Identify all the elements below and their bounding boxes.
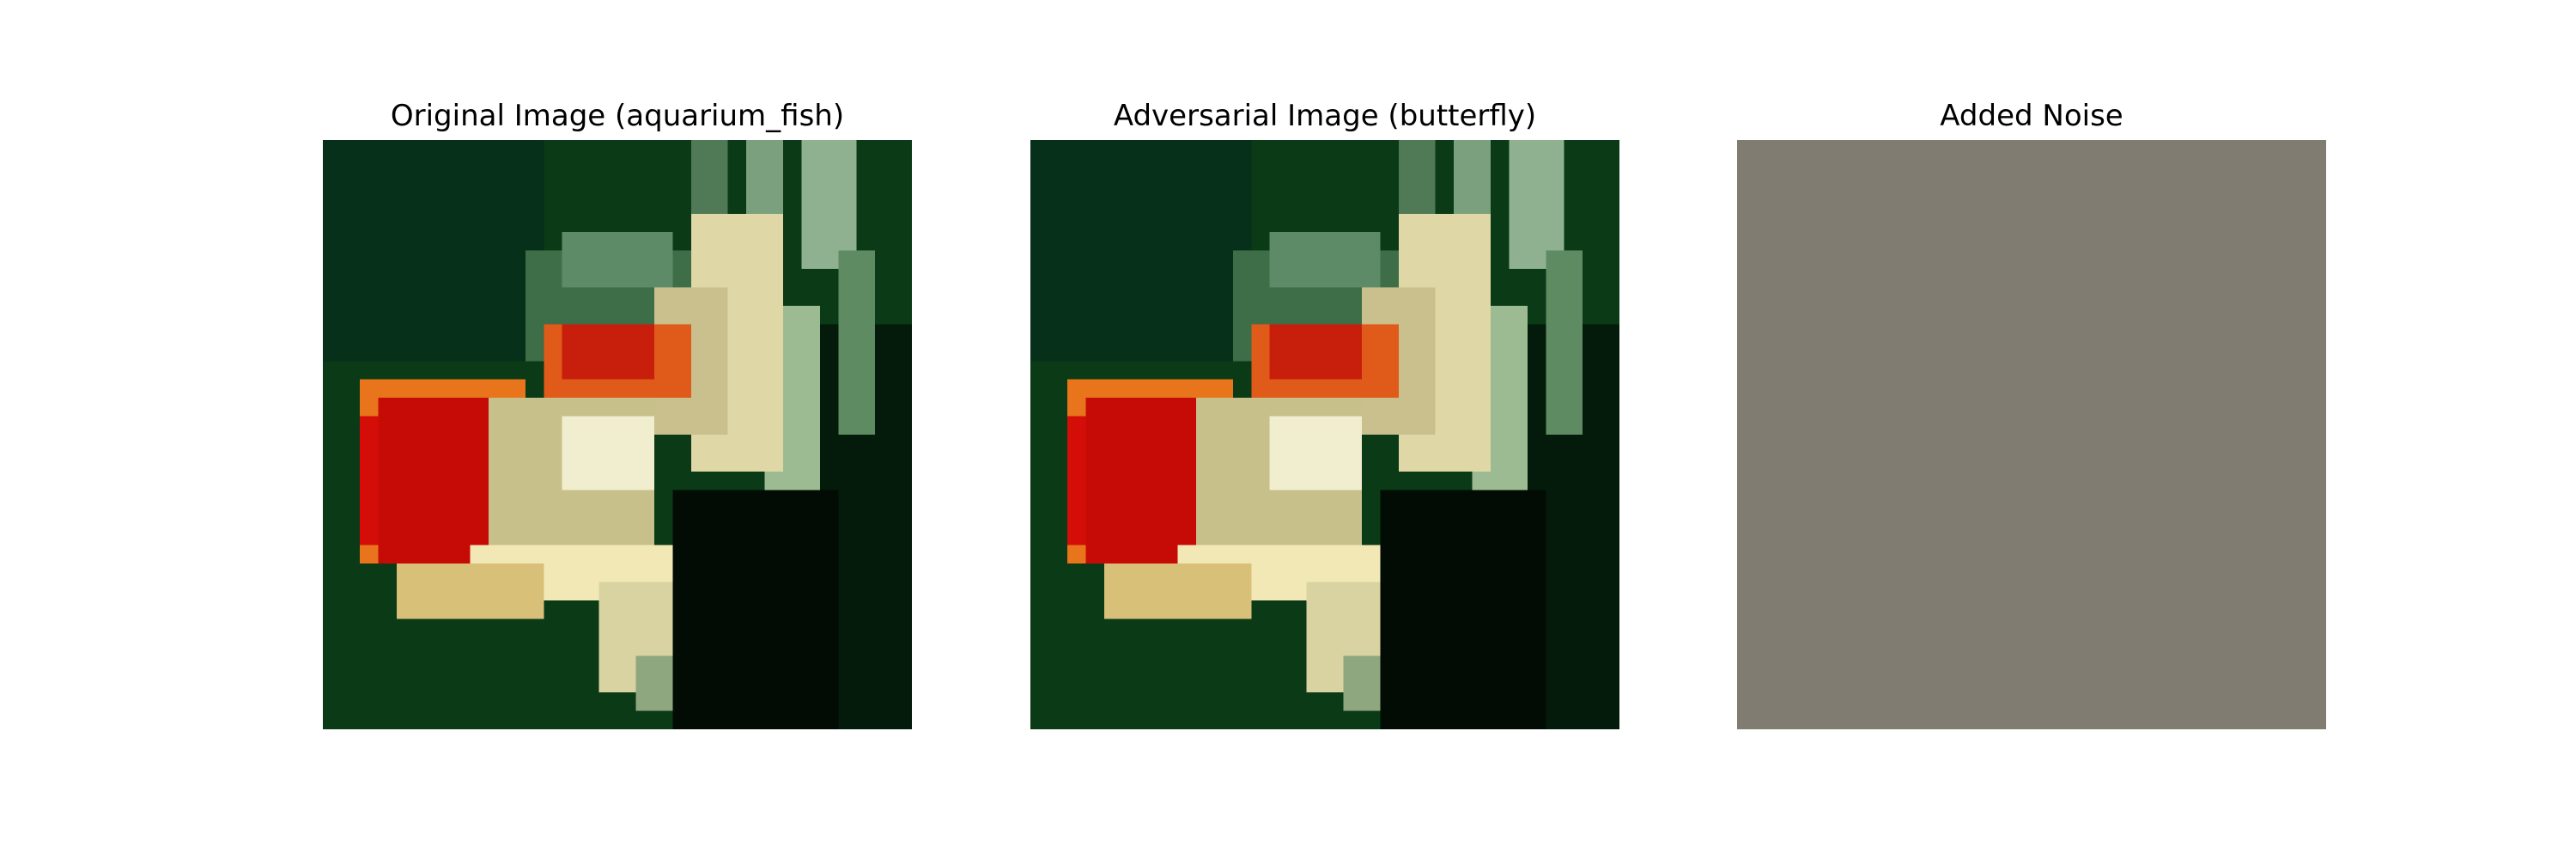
added-noise-panel: Added Noise [1737,0,2326,859]
adversarial-image [1030,140,1619,729]
adversarial-image-panel: Adversarial Image (butterfly) [1030,0,1619,859]
original-image [323,140,912,729]
added-noise-title: Added Noise [1940,99,2123,133]
original-image-title: Original Image (aquarium_fish) [390,99,845,133]
noise-fill [1737,140,2326,729]
adversarial-image-title: Adversarial Image (butterfly) [1113,99,1537,133]
original-image-panel: Original Image (aquarium_fish) [323,0,912,859]
added-noise-image [1737,140,2326,729]
